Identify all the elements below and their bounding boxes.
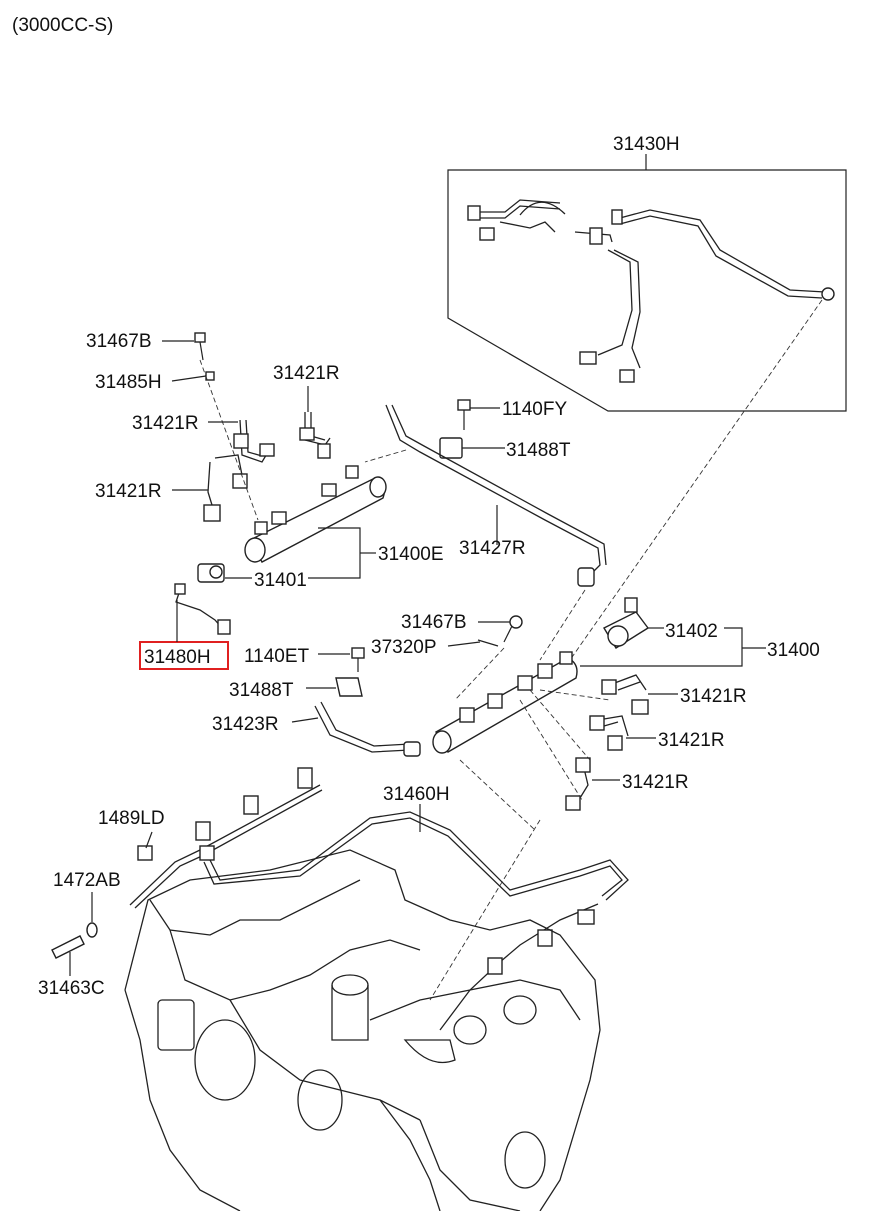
label-1140FY: 1140FY <box>502 399 567 420</box>
label-31427R: 31427R <box>459 538 526 559</box>
label-31421R-right-3: 31421R <box>622 772 689 793</box>
label-31421R-right-2: 31421R <box>658 730 725 751</box>
label-31467B-upper: 31467B <box>86 331 152 352</box>
label-31488T-upper: 31488T <box>506 440 571 461</box>
label-31460H: 31460H <box>383 784 450 805</box>
engine-block <box>124 849 601 1211</box>
label-1489LD: 1489LD <box>98 808 165 829</box>
label-31421R-top: 31421R <box>273 363 340 384</box>
label-1140ET: 1140ET <box>244 646 310 667</box>
label-31421R-right-1: 31421R <box>680 686 747 707</box>
fuel-rail-left <box>197 465 387 583</box>
label-31485H: 31485H <box>95 372 162 393</box>
label-31488T-lower: 31488T <box>229 680 294 701</box>
label-31463C: 31463C <box>38 978 105 999</box>
label-31421R-left-lower: 31421R <box>95 481 162 502</box>
label-31400E: 31400E <box>378 544 444 565</box>
inset-box-31430H <box>447 154 847 412</box>
label-31423R: 31423R <box>212 714 279 735</box>
label-1472AB: 1472AB <box>53 870 121 891</box>
label-31400: 31400 <box>767 640 820 661</box>
label-31402: 31402 <box>665 621 718 642</box>
label-31421R-left: 31421R <box>132 413 199 434</box>
label-31480H[interactable]: 31480H <box>144 647 211 668</box>
label-37320P: 37320P <box>371 637 437 658</box>
fuel-rail-right <box>432 597 650 754</box>
variant-label: (3000CC-S) <box>12 15 113 36</box>
label-31401: 31401 <box>254 570 307 591</box>
highlight-box-31480H <box>139 641 229 670</box>
label-31467B-lower: 31467B <box>401 612 467 633</box>
label-31430H: 31430H <box>613 134 680 155</box>
